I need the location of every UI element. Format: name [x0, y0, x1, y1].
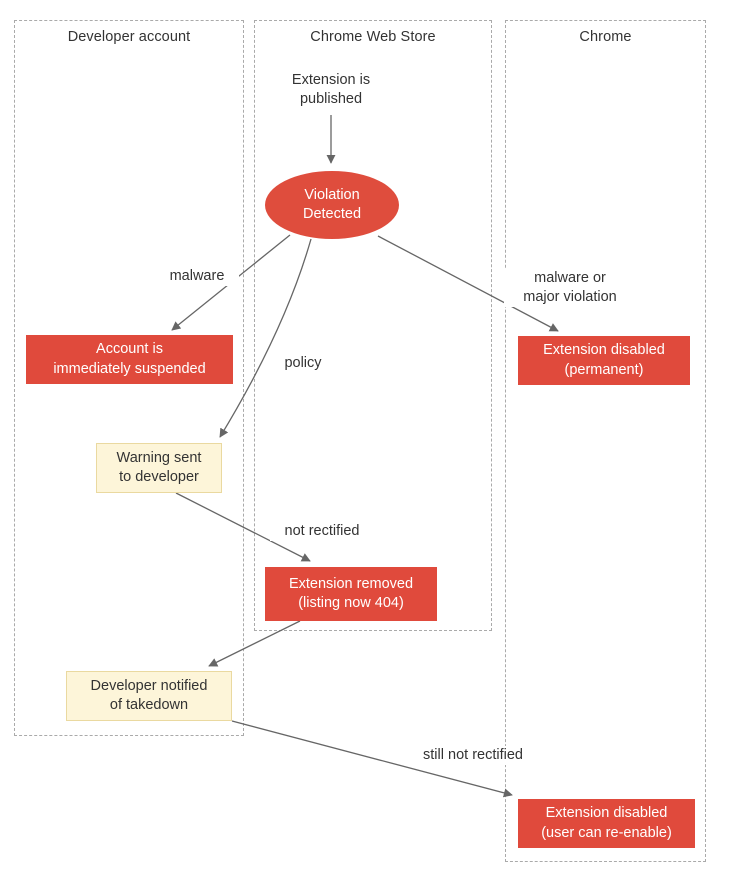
cluster-label-chrome: Chrome: [579, 29, 632, 45]
edge-label-still-not-rectified: still not rectified: [406, 746, 540, 766]
cluster-chrome: Chrome: [505, 20, 706, 862]
node-extension-removed[interactable]: Extension removed (listing now 404): [265, 567, 437, 621]
node-violation-detected[interactable]: Violation Detected: [265, 171, 399, 239]
edge-label-policy: policy: [272, 354, 334, 374]
edge-label-malware-or-major-violation: malware or major violation: [504, 269, 636, 308]
edge-label-not-rectified: not rectified: [270, 522, 374, 542]
edge-label-malware: malware: [155, 267, 239, 287]
node-account-suspended[interactable]: Account is immediately suspended: [26, 335, 233, 384]
node-extension-disabled-reenable[interactable]: Extension disabled (user can re-enable): [518, 799, 695, 848]
node-extension-disabled-permanent[interactable]: Extension disabled (permanent): [518, 336, 690, 385]
node-extension-published[interactable]: Extension is published: [291, 71, 371, 107]
cluster-label-developer-account: Developer account: [67, 29, 191, 45]
node-developer-notified[interactable]: Developer notified of takedown: [66, 671, 232, 721]
cluster-label-chrome-web-store: Chrome Web Store: [310, 29, 436, 45]
node-warning-sent[interactable]: Warning sent to developer: [96, 443, 222, 493]
